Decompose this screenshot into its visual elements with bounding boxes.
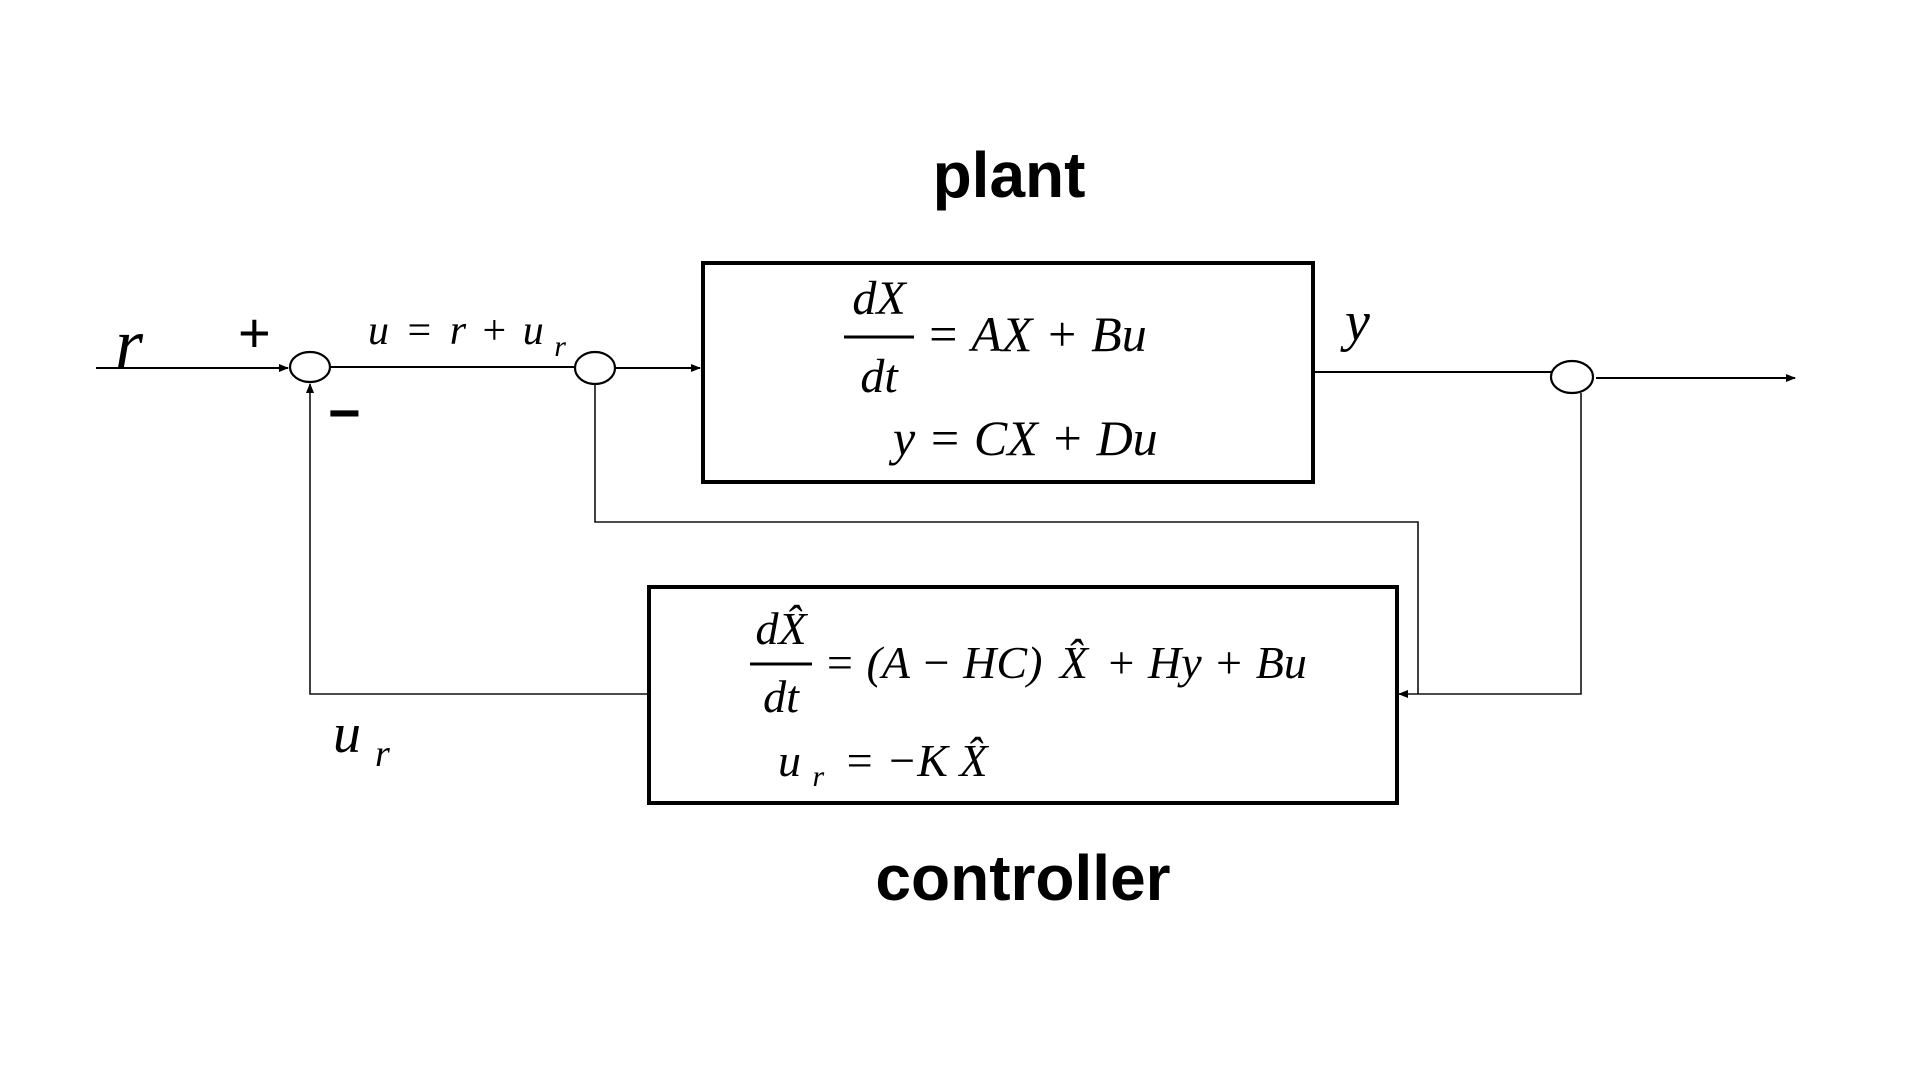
plus-sign: + xyxy=(238,301,271,364)
observer-equation: = (A − HC) X̂ + Hy + Bu xyxy=(824,637,1307,688)
plant-deriv-denominator: dt xyxy=(860,350,899,403)
plant-output-equation: y = CX + Du xyxy=(888,410,1158,466)
input-feed-wire xyxy=(594,384,1419,694)
controller-block xyxy=(647,585,1399,805)
minus-sign: − xyxy=(328,381,361,444)
branch-junction-icon xyxy=(573,350,617,386)
plant-title: plant xyxy=(933,139,1086,211)
reference-signal-label: r xyxy=(115,304,144,384)
summing-junction-icon xyxy=(288,350,332,384)
output-feedback-wire xyxy=(1398,393,1582,698)
control-input-label: u = r + u r xyxy=(368,308,566,363)
output-signal-label: y xyxy=(1340,291,1370,353)
control-law-equation: u r = −K X̂ xyxy=(778,735,989,796)
plant-state-equation: = AX + Bu xyxy=(926,306,1147,362)
plant-deriv-numerator: dX xyxy=(852,272,907,325)
output-branch-junction-icon xyxy=(1549,359,1595,395)
controller-title: controller xyxy=(875,842,1170,914)
feedback-signal-label: u r xyxy=(333,703,390,775)
plant-block xyxy=(701,261,1315,484)
controller-deriv-denominator: dt xyxy=(763,671,800,722)
controller-deriv-numerator: dX̂ xyxy=(755,603,808,654)
control-feedback-wire xyxy=(306,383,649,695)
